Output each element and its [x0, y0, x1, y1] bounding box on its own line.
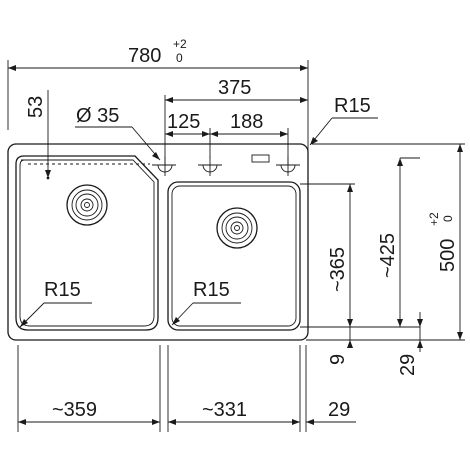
dim-right-bowl-depth: ~365: [327, 184, 353, 327]
dim-tap-spacing: 125 188: [165, 111, 288, 137]
overall-width-tol-lower: 0: [176, 51, 183, 65]
outer-depth-inner-label: ~425: [377, 233, 399, 278]
radius-right-bowl-label: R15: [193, 279, 230, 301]
dim-right-margin: 29: [306, 399, 356, 425]
left-offset-label: 53: [25, 96, 47, 118]
sink-outline: [7, 143, 309, 341]
dim-step-right: 29: [397, 312, 423, 376]
dim-hole-diameter: Ø 35: [75, 105, 161, 161]
dim-overall-depth: 500 +2 0: [427, 144, 463, 340]
tap-zone-label: 375: [218, 77, 251, 99]
dim-left-bowl-width: ~359: [18, 399, 160, 425]
tap-spacing-1-label: 125: [167, 111, 200, 133]
dim-right-bowl-width: ~331: [168, 399, 300, 425]
tap-hole-3: [276, 156, 300, 176]
left-bowl-width-label: ~359: [52, 399, 97, 421]
dim-radius-outer: R15: [309, 95, 378, 146]
tap-hole-1: [152, 156, 176, 176]
dim-tap-zone: 375: [165, 77, 308, 103]
right-bowl-depth-label: ~365: [327, 247, 349, 292]
left-bowl: [15, 155, 159, 331]
drain-right: [216, 207, 258, 249]
overall-width-tol-upper: +2: [173, 37, 187, 51]
drain-left: [66, 184, 108, 226]
tap-hole-2: [198, 156, 222, 176]
overall-depth-tol-upper: +2: [427, 212, 441, 226]
dim-overall-width: 780 +2 0: [8, 37, 308, 71]
right-margin-label: 29: [328, 399, 350, 421]
dim-outer-depth-inner: ~425: [377, 158, 403, 327]
right-bowl-width-label: ~331: [202, 399, 247, 421]
hole-diameter-label: Ø 35: [76, 105, 119, 127]
overall-depth-tol-lower: 0: [441, 215, 455, 222]
dim-rim-bottom: 9: [327, 327, 353, 365]
rim-bottom-label: 9: [327, 354, 349, 365]
step-right-label: 29: [397, 354, 419, 376]
dim-radius-right-bowl: R15: [171, 279, 241, 326]
overflow-slot: [251, 154, 270, 163]
overall-depth-label: 500: [437, 239, 459, 272]
overall-width-label: 780: [128, 45, 161, 67]
radius-left-bowl-label: R15: [44, 279, 81, 301]
sink-rim: [7, 143, 309, 341]
radius-outer-label: R15: [334, 95, 371, 117]
dim-radius-left-bowl: R15: [19, 279, 92, 328]
tap-spacing-2-label: 188: [230, 111, 263, 133]
right-bowl: [167, 181, 301, 331]
dim-left-offset: 53: [25, 90, 51, 178]
